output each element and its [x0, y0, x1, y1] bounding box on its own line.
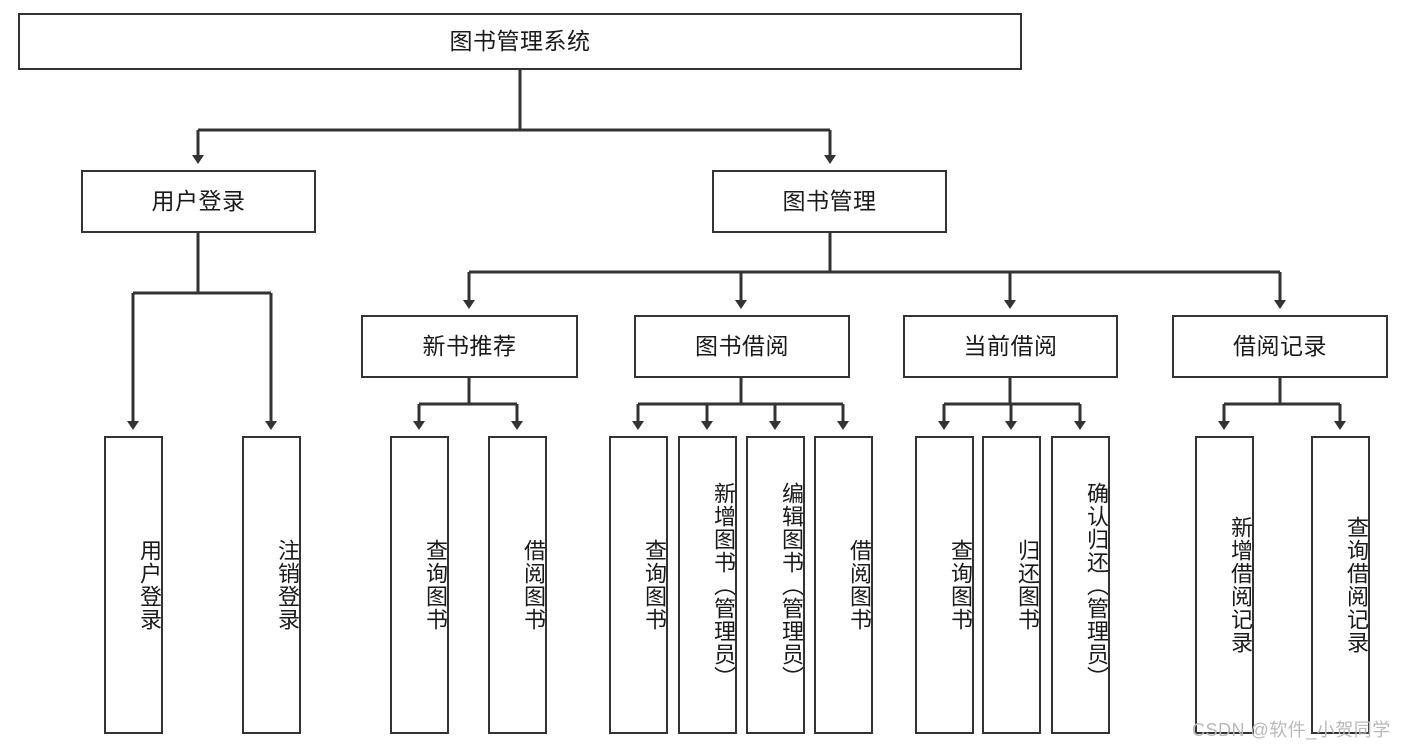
node-label: 查询图书	[642, 539, 667, 631]
node-label: 图书管理	[782, 188, 877, 215]
node-label: 新增借阅记录	[1228, 516, 1253, 654]
node-label: 编辑图书（管理员）	[779, 481, 804, 689]
leaf-user-login-signout[interactable]: 注销登录	[242, 436, 301, 734]
leaf-borrow-query-book[interactable]: 查询图书	[609, 436, 668, 734]
leaf-recommend-query-book[interactable]: 查询图书	[390, 436, 449, 734]
node-book-management[interactable]: 图书管理	[712, 170, 947, 233]
node-label: 图书借阅	[695, 333, 789, 360]
node-label: 查询图书	[423, 539, 448, 631]
leaf-borrow-edit-book[interactable]: 编辑图书（管理员）	[746, 436, 805, 734]
node-current-borrow[interactable]: 当前借阅	[903, 315, 1118, 378]
node-root-system[interactable]: 图书管理系统	[18, 13, 1022, 70]
node-label: 用户登录	[137, 539, 162, 631]
node-label: 注销登录	[275, 539, 300, 631]
node-label: 查询图书	[948, 539, 973, 631]
leaf-user-login-signin[interactable]: 用户登录	[104, 436, 163, 734]
watermark-text: CSDN @软件_小贺同学	[1192, 720, 1391, 740]
node-book-borrow[interactable]: 图书借阅	[634, 315, 850, 378]
node-label: 用户登录	[151, 188, 246, 215]
leaf-current-query-book[interactable]: 查询图书	[915, 436, 974, 734]
leaf-current-confirm-return[interactable]: 确认归还（管理员）	[1051, 436, 1110, 734]
node-label: 新书推荐	[422, 333, 517, 360]
node-label: 图书管理系统	[449, 28, 591, 55]
leaf-borrow-borrow-book[interactable]: 借阅图书	[814, 436, 873, 734]
leaf-current-return-book[interactable]: 归还图书	[982, 436, 1041, 734]
node-label: 借阅记录	[1233, 333, 1327, 360]
node-borrow-record[interactable]: 借阅记录	[1172, 315, 1388, 378]
node-label: 新增图书（管理员）	[711, 481, 736, 689]
node-label: 当前借阅	[963, 333, 1058, 360]
node-label: 借阅图书	[521, 539, 546, 631]
leaf-record-add-record[interactable]: 新增借阅记录	[1195, 436, 1254, 734]
leaf-record-query-record[interactable]: 查询借阅记录	[1311, 436, 1370, 734]
node-user-login[interactable]: 用户登录	[81, 170, 316, 233]
node-label: 借阅图书	[847, 539, 872, 631]
leaf-borrow-add-book[interactable]: 新增图书（管理员）	[678, 436, 737, 734]
node-label: 查询借阅记录	[1344, 516, 1369, 654]
node-label: 确认归还（管理员）	[1084, 481, 1109, 689]
node-new-book-recommend[interactable]: 新书推荐	[361, 315, 578, 378]
leaf-recommend-borrow-book[interactable]: 借阅图书	[488, 436, 547, 734]
node-label: 归还图书	[1015, 539, 1040, 631]
